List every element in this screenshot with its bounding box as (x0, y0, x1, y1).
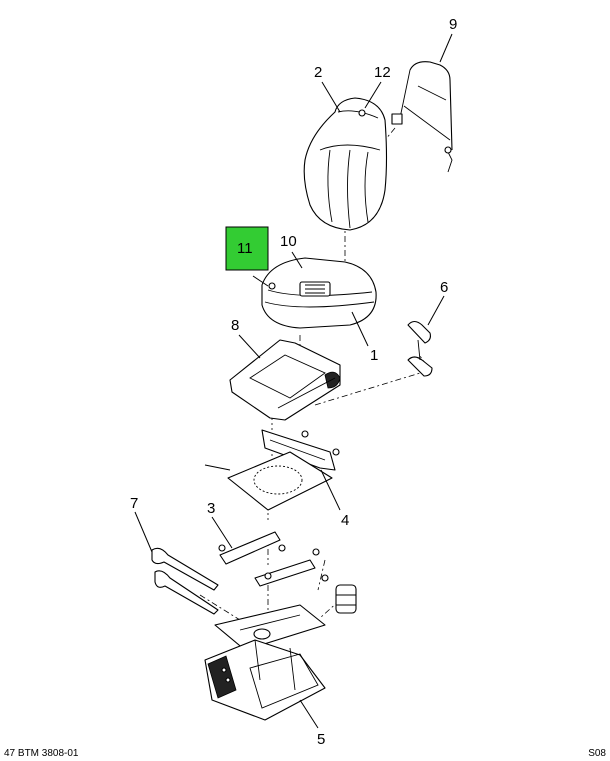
adjustment-lever (151, 547, 219, 615)
callout-9: 9 (449, 16, 457, 33)
leader-lines (134, 33, 453, 729)
callout-7: 7 (130, 495, 138, 512)
highlight-box (225, 226, 269, 271)
bump-stop (335, 584, 357, 614)
seat-link (407, 320, 433, 377)
slide-rail-assembly (204, 429, 340, 511)
seat-cushion (261, 257, 377, 329)
callout-11: 11 (237, 240, 253, 257)
cushion-frame (229, 339, 341, 421)
grab-handle (391, 61, 453, 173)
callout-4: 4 (341, 512, 349, 529)
callout-6: 6 (440, 279, 448, 296)
drawing-number: 47 BTM 3808-01 (4, 748, 79, 759)
callout-10: 10 (280, 233, 297, 250)
callout-labels: 2 12 9 10 11 1 6 8 4 3 7 5 (130, 16, 457, 748)
callout-2: 2 (314, 64, 322, 81)
mounting-bracket (218, 531, 329, 587)
callout-12: 12 (374, 64, 391, 81)
callout-1: 1 (370, 347, 378, 364)
headrest-bolt-icon (358, 109, 366, 117)
suspension-base (204, 604, 326, 721)
callout-3: 3 (207, 500, 215, 517)
callout-5: 5 (317, 731, 325, 748)
callout-8: 8 (231, 317, 239, 334)
sheet-code: S08 (588, 748, 606, 759)
seat-backrest (303, 97, 388, 231)
